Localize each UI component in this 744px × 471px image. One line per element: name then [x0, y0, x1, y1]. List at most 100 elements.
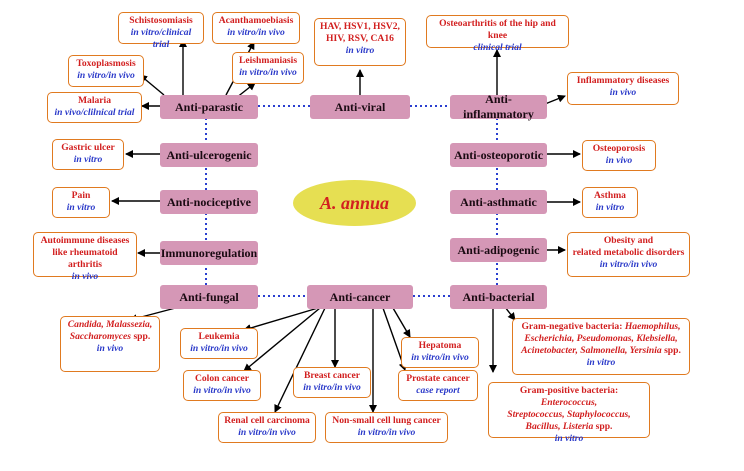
category-anti-viral: Anti-viral [310, 95, 410, 119]
leaf-title: Acanthamoebiasis [218, 15, 294, 26]
leaf-line3: Bacillus, Listeria spp. [493, 421, 645, 433]
leaf-method: case report [416, 384, 460, 396]
leaf-title: Breast cancer [303, 370, 361, 381]
leaf-colon-cancer: Colon cancer in vitro/in vivo [183, 370, 261, 401]
category-immunoregulation: Immunoregulation [160, 241, 258, 265]
category-anti-asthmatic: Anti-asthmatic [450, 190, 547, 214]
leaf-gram-negative: Gram-negative bacteria: Haemophilus, Esc… [512, 318, 690, 375]
leaf-renal-cell-carcinoma: Renal cell carcinoma in vitro/in vivo [218, 412, 316, 443]
leaf-line2: Escherichia, Pseudomonas, Klebsiella, [517, 333, 685, 345]
leaf-asthma: Asthma in vitro [582, 187, 638, 218]
leaf-prostate-cancer: Prostate cancer case report [398, 370, 478, 401]
leaf-method: in vitro/in vivo [239, 66, 297, 78]
leaf-title: Leukemia [198, 331, 240, 342]
leaf-line1: Gram-positive bacteria: Enterococcus, [493, 385, 645, 409]
spp-suffix: spp. [593, 420, 613, 432]
genus-name: Saccharomyces [69, 330, 132, 342]
category-anti-cancer: Anti-cancer [307, 285, 413, 309]
leaf-lung-cancer: Non-small cell lung cancer in vitro/in v… [325, 412, 448, 443]
leaf-title-line2: Saccharomyces spp. [65, 331, 155, 343]
leaf-autoimmune: Autoimmune diseases like rheumatoid arth… [33, 232, 137, 282]
category-anti-nociceptive: Anti-nociceptive [160, 190, 258, 214]
leaf-method: in vivo [605, 154, 633, 166]
leaf-method: in vitro/in vivo [303, 381, 361, 393]
leaf-method: in vitro [73, 153, 103, 165]
leaf-pain: Pain in vitro [52, 187, 110, 218]
leaf-method: in vivo/clilnical trial [54, 106, 135, 118]
leaf-method: clinical trial [473, 41, 522, 53]
leaf-title: Colon cancer [194, 373, 250, 384]
leaf-title: Malaria [77, 95, 112, 106]
leaf-line2: Streptococcus, Staphylococcus, [493, 409, 645, 421]
leaf-line3: Acinetobacter, Salmonella, Yersinia spp. [517, 345, 685, 357]
leaf-malaria: Malaria in vivo/clilnical trial [47, 92, 142, 123]
leaf-gastric-ulcer: Gastric ulcer in vitro [52, 139, 124, 170]
leaf-method: in vitro/in vivo [77, 69, 135, 81]
leaf-method: in vitro/in vivo [193, 384, 251, 396]
leaf-title-line2: related metabolic disorders [572, 246, 685, 258]
bacteria-prefix: Gram-positive bacteria: [519, 385, 619, 396]
spp-suffix: spp. [661, 344, 681, 356]
leaf-title: Inflammatory diseases [576, 75, 670, 86]
leaf-osteoporosis: Osteoporosis in vivo [582, 140, 656, 171]
leaf-viruses: HAV, HSV1, HSV2, HIV, RSV, CA16 in vitro [314, 18, 406, 66]
genus-names: Escherichia, Pseudomonas, Klebsiella, [524, 332, 678, 344]
leaf-method: in vivo [609, 86, 637, 98]
leaf-title: Hepatoma [418, 340, 462, 351]
leaf-acanthamoebiasis: Acanthamoebiasis in vitro/in vivo [212, 12, 300, 44]
genus-names: Acinetobacter, Salmonella, Yersinia [521, 344, 662, 356]
leaf-toxoplasmosis: Toxoplasmosis in vitro/in vivo [68, 55, 144, 87]
leaf-schistosomiasis: Schistosomiasis in vitro/clinical trial [118, 12, 204, 50]
leaf-method: in vivo [96, 342, 124, 354]
arrow-leukemia [243, 307, 319, 332]
leaf-title-line2: HIV, RSV, CA16 [326, 32, 394, 44]
leaf-gram-positive: Gram-positive bacteria: Enterococcus, St… [488, 382, 650, 444]
leaf-method: in vitro/in vivo [357, 426, 416, 438]
leaf-line1: Gram-negative bacteria: Haemophilus, [517, 321, 685, 333]
arrow-toxoplasmosis [139, 74, 165, 96]
leaf-title: Asthma [594, 190, 626, 201]
leaf-method: in vivo [71, 270, 99, 282]
center-ellipse: A. annua [293, 180, 416, 226]
leaf-method: in vitro/in vivo [238, 426, 296, 438]
leaf-title: Non-small cell lung cancer [332, 415, 441, 426]
leaf-method: in vitro/in vivo [411, 351, 469, 363]
arrow-renal [274, 307, 326, 413]
leaf-leukemia: Leukemia in vitro/in vivo [180, 328, 258, 359]
leaf-obesity: Obesity and related metabolic disorders … [567, 232, 690, 277]
leaf-method: in vitro/clinical trial [130, 26, 192, 50]
leaf-title: Schistosomiasis [129, 15, 193, 26]
leaf-title-line1: HAV, HSV1, HSV2, [320, 21, 400, 32]
leaf-title: Pain [71, 190, 91, 201]
leaf-fungi: Candida, Malassezia, Saccharomyces spp. … [60, 316, 160, 372]
genus-names: Streptococcus, Staphylococcus, [507, 408, 631, 420]
spp-suffix: spp. [131, 330, 151, 342]
category-anti-inflammatory: Anti-inflammatory [450, 92, 547, 121]
leaf-method: in vitro/in vivo [599, 258, 658, 270]
genus-names: Haemophilus, [624, 321, 681, 332]
leaf-method: in vitro [586, 356, 616, 368]
leaf-title: Gastric ulcer [61, 142, 115, 153]
leaf-title: Osteoarthritis of the hip and knee [439, 18, 556, 41]
genus-names: Enterococcus, [540, 396, 598, 408]
leaf-leishmaniasis: Leishmaniasis in vitro/in vivo [232, 52, 304, 84]
bacteria-prefix: Gram-negative bacteria: [521, 321, 625, 332]
leaf-breast-cancer: Breast cancer in vitro/in vivo [293, 367, 371, 398]
leaf-title-line1: Obesity and [603, 235, 654, 246]
leaf-method: in vitro/in vivo [190, 342, 248, 354]
arrow-hepatoma [392, 307, 411, 338]
leaf-method: in vitro [345, 44, 375, 56]
category-anti-parastic: Anti-parastic [160, 95, 258, 119]
arrow-colon [243, 307, 321, 372]
genus-names: Bacillus, Listeria [525, 420, 594, 432]
leaf-osteoarthritis: Osteoarthritis of the hip and knee clini… [426, 15, 569, 53]
leaf-title: Prostate cancer [406, 373, 470, 384]
leaf-title-line2: like rheumatoid arthritis [52, 246, 118, 270]
category-anti-bacterial: Anti-bacterial [450, 285, 547, 309]
leaf-method: in vitro/in vivo [227, 26, 285, 38]
leaf-title-line1: Candida, Malassezia, [67, 319, 153, 330]
leaf-title: Renal cell carcinoma [224, 415, 310, 426]
arrow-inflammatory [544, 94, 566, 105]
leaf-title: Toxoplasmosis [76, 58, 136, 69]
